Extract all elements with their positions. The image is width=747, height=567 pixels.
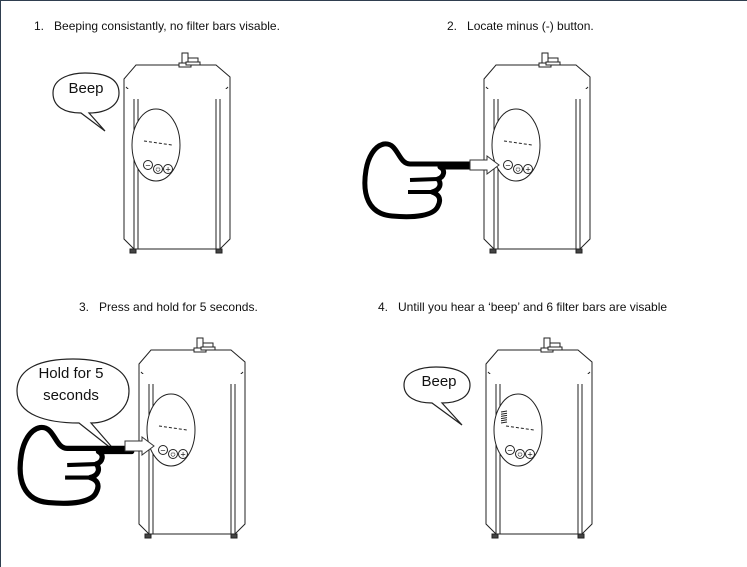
- device-foot: [489, 248, 497, 254]
- faucet-collar-2: [185, 61, 201, 66]
- faucet-collar-2: [547, 346, 563, 351]
- bubble-3-line-2: seconds: [43, 387, 99, 404]
- plus-button: [178, 449, 188, 459]
- device-edges: [493, 99, 581, 249]
- right-arrow-icon: [469, 155, 500, 175]
- step-3-number: 3.: [79, 300, 90, 314]
- plus-button: [163, 164, 173, 174]
- device-foot: [577, 533, 585, 539]
- filter-bar: [500, 410, 508, 413]
- faucet-collar-2: [200, 346, 216, 351]
- device-body: −⏻ +: [485, 337, 593, 539]
- power-button-label: ⏻: [156, 167, 161, 174]
- step-3-label: 3. Press and hold for 5 seconds.: [79, 300, 258, 314]
- bubble-4-text: Beep: [421, 373, 457, 390]
- minus-button: [158, 445, 168, 455]
- step-4-number: 4.: [378, 300, 389, 314]
- filter-bar: [500, 412, 508, 415]
- right-arrow-icon: [124, 436, 155, 456]
- device-body: −⏻ +: [138, 337, 246, 539]
- step-2-label: 2. Locate minus (-) button.: [447, 19, 594, 33]
- power-button-label: ⏻: [171, 452, 176, 459]
- device-edges: [133, 99, 221, 249]
- minus-button: [505, 445, 515, 455]
- pointing-hand-icon: [362, 141, 475, 220]
- plus-button-label: +: [165, 166, 171, 174]
- step-1-text: Beeping consistantly, no filter bars vis…: [54, 19, 280, 33]
- plus-button-label: +: [180, 451, 186, 459]
- step-4-text: Untill you hear a ‘beep’ and 6 filter ba…: [398, 300, 668, 314]
- filter-bar: [500, 414, 508, 417]
- pointing-hand-icon: [17, 424, 135, 506]
- filter-bar: [500, 421, 508, 424]
- device-edges: [495, 384, 583, 534]
- plus-button-label: +: [525, 166, 531, 174]
- water-heater-illustration: −⏻ +: [485, 337, 593, 539]
- step-2-text: Locate minus (-) button.: [467, 19, 594, 33]
- device-foot: [215, 248, 223, 254]
- minus-button: [503, 160, 513, 170]
- power-button: [513, 164, 523, 174]
- plus-button: [525, 449, 535, 459]
- step-4-label: 4. Untill you hear a ‘beep’ and 6 filter …: [378, 300, 667, 314]
- water-heater-unit-2: −⏻ +: [476, 52, 596, 254]
- step-2-number: 2.: [447, 19, 458, 33]
- minus-button-label: −: [505, 162, 511, 170]
- device-edges: [148, 384, 236, 534]
- step-3-text: Press and hold for 5 seconds.: [99, 300, 258, 314]
- power-button: [153, 164, 163, 174]
- power-button: [515, 449, 525, 459]
- minus-button-label: −: [160, 447, 166, 455]
- faucet-collar-2: [545, 61, 561, 66]
- device-body: −⏻ +: [483, 52, 591, 254]
- power-button-label: ⏻: [518, 452, 523, 459]
- step-1-label: 1. Beeping consistantly, no filter bars v…: [34, 19, 280, 33]
- filter-bar: [500, 419, 508, 422]
- device-foot: [230, 533, 238, 539]
- water-heater-illustration: −⏻ +: [138, 337, 246, 539]
- power-button: [168, 449, 178, 459]
- speech-bubble-icon: [403, 366, 471, 426]
- speech-bubble-icon: [52, 72, 120, 132]
- water-heater-unit-3: −⏻ +: [131, 337, 251, 539]
- device-foot: [144, 533, 152, 539]
- water-heater-illustration: −⏻ +: [483, 52, 591, 254]
- device-foot: [129, 248, 137, 254]
- bubble-3-line-1: Hold for 5: [38, 365, 104, 382]
- bubble-1-text: Beep: [68, 80, 104, 97]
- filter-bar: [500, 417, 508, 420]
- plus-button: [523, 164, 533, 174]
- device-body: −⏻ +: [123, 52, 231, 254]
- plus-button-label: +: [527, 451, 533, 459]
- device-foot: [491, 533, 499, 539]
- bubble-3-text: Hold for 5 seconds: [15, 363, 127, 407]
- minus-button: [143, 160, 153, 170]
- speech-bubble-icon: [16, 358, 130, 454]
- minus-button-label: −: [507, 447, 513, 455]
- minus-button-label: −: [145, 162, 151, 170]
- water-heater-illustration: −⏻ +: [123, 52, 231, 254]
- water-heater-unit-4: −⏻ +: [478, 337, 598, 539]
- water-heater-unit-1: −⏻ +: [116, 52, 236, 254]
- power-button-label: ⏻: [516, 167, 521, 174]
- step-1-number: 1.: [34, 19, 45, 33]
- device-foot: [575, 248, 583, 254]
